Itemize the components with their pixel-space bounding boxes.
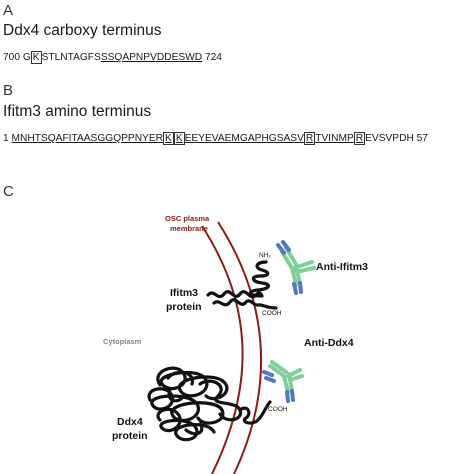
seq-b-boxed-residue-2: K xyxy=(173,132,185,145)
seq-b-epitope-2: EEYEVAEMGAPHGSASV xyxy=(184,133,304,144)
panel-a-title: Ddx4 carboxy terminus xyxy=(3,22,162,39)
seq-b-boxed-residue-4: R xyxy=(353,132,366,145)
anti-ifitm3-antibody-shape xyxy=(276,240,316,295)
panel-a-letter: A xyxy=(3,2,14,19)
seq-b-end: 57 xyxy=(413,133,428,144)
seq-b-boxed-residue-1: K xyxy=(163,132,174,145)
membrane-label-line-1: OSC plasma xyxy=(165,214,210,223)
ifitm3-protein-shape xyxy=(206,260,278,310)
panel-c-letter: C xyxy=(3,183,14,200)
seq-b-start: 1 xyxy=(3,133,12,144)
ifitm3-label-line-1: Ifitm3 xyxy=(170,287,198,299)
anti-ifitm3-label: Anti-Ifitm3 xyxy=(316,261,368,273)
anti-ddx4-antibody-shape xyxy=(262,360,304,403)
anti-ddx4-label: Anti-Ddx4 xyxy=(304,337,354,349)
membrane-label-line-2: membrane xyxy=(170,224,208,233)
seq-a-boxed-residue: K xyxy=(30,51,42,64)
membrane-inner-line xyxy=(217,221,263,474)
seq-b-epitope-1: MNHTSQAFITAASGGQPPNYER xyxy=(11,133,164,144)
membrane-outer-line xyxy=(201,225,244,474)
seq-a-plain-1: G xyxy=(22,52,31,63)
ddx4-cooh-label: COOH xyxy=(268,406,288,413)
ifitm3-cooh-label: COOH xyxy=(262,310,282,317)
seq-a-start: 700 xyxy=(3,52,23,63)
ddx4-label-line-2: protein xyxy=(112,430,148,442)
ifitm3-label-line-2: protein xyxy=(166,301,202,313)
seq-a-plain-2: STLNTAGFS xyxy=(41,52,101,63)
ddx4-protein-shape xyxy=(147,366,272,442)
seq-b-plain: EVSVPDH xyxy=(365,133,414,144)
seq-a-end: 724 xyxy=(202,52,222,63)
ifitm3-nh2-label: NH₂ xyxy=(259,252,271,259)
seq-b-epitope-3: TVINMP xyxy=(315,133,354,144)
seq-b-boxed-residue-3: R xyxy=(303,132,316,145)
panel-b-letter: B xyxy=(3,82,14,99)
ddx4-label-line-1: Ddx4 xyxy=(117,416,143,428)
cytoplasm-label: Cytoplasm xyxy=(103,337,142,346)
panel-b-title: Ifitm3 amino terminus xyxy=(3,103,152,120)
seq-a-epitope: SSQAPNPVDDESWD xyxy=(100,52,203,63)
